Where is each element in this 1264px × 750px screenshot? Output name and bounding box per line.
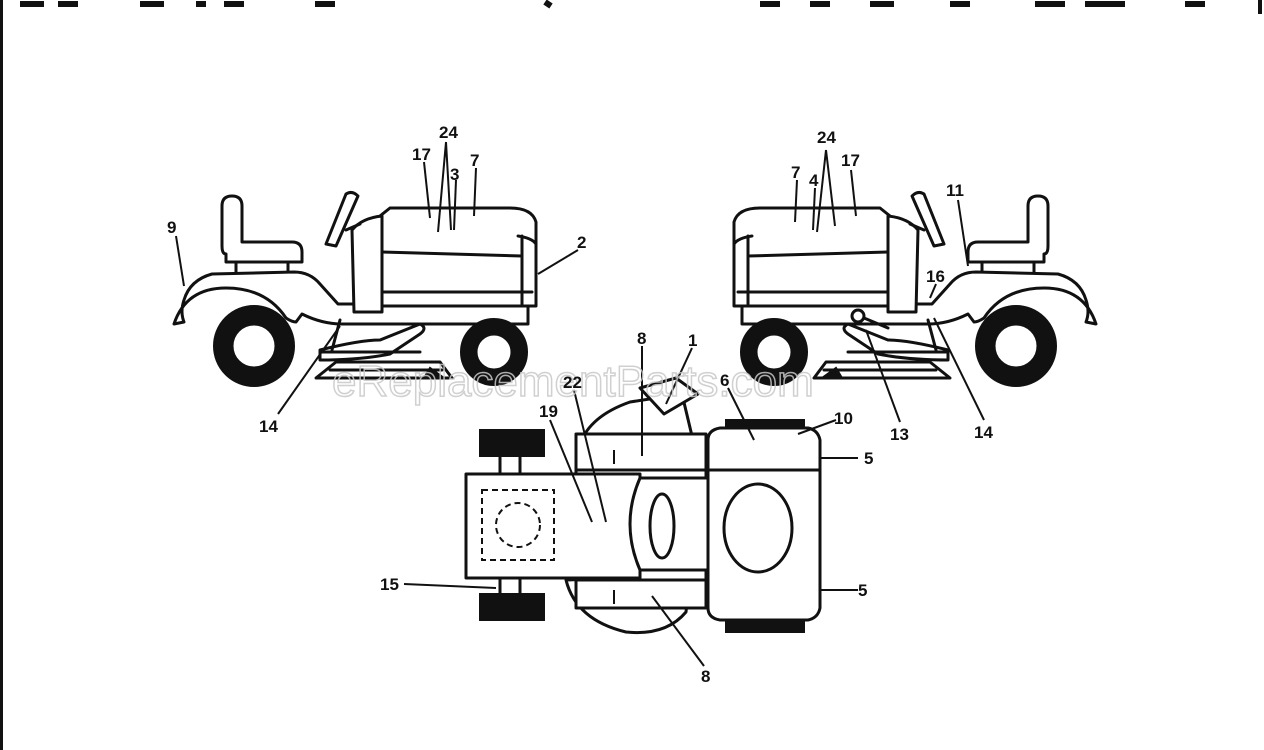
right-side-view-tractor [732, 190, 1098, 387]
callout-left-24: 24 [439, 123, 458, 142]
callout-right-4: 4 [809, 171, 819, 190]
top-view-tractor [464, 376, 822, 635]
callout-right-11: 11 [946, 181, 964, 200]
callout-left-7: 7 [470, 151, 479, 170]
leader-lines [175, 141, 985, 667]
left-side-view-tractor [172, 190, 538, 387]
callout-top-5-lower: 5 [858, 581, 867, 600]
callout-top-8-upper: 8 [637, 329, 646, 348]
callout-left-14: 14 [259, 417, 278, 436]
watermark: eReplacementParts.com [332, 357, 814, 406]
callout-left-17: 17 [412, 145, 431, 164]
callout-right-17: 17 [841, 151, 860, 170]
callout-left-3: 3 [450, 165, 459, 184]
callout-top-1: 1 [688, 331, 697, 350]
callout-right-16: 16 [926, 267, 945, 286]
callout-top-19: 19 [539, 402, 558, 421]
callout-top-8-lower: 8 [701, 667, 710, 686]
callout-left-2: 2 [577, 233, 586, 252]
callout-right-7: 7 [791, 163, 800, 182]
callout-right-13: 13 [890, 425, 909, 444]
callout-right-24: 24 [817, 128, 836, 147]
callout-top-10: 10 [834, 409, 853, 428]
callout-top-5-upper: 5 [864, 449, 873, 468]
callout-top-15: 15 [380, 575, 399, 594]
callout-right-14: 14 [974, 423, 993, 442]
callout-numbers: 24 17 3 7 9 2 14 24 7 4 17 11 16 13 14 8… [167, 123, 993, 686]
callout-top-6: 6 [720, 371, 729, 390]
callout-left-9: 9 [167, 218, 176, 237]
callout-top-22: 22 [563, 373, 582, 392]
